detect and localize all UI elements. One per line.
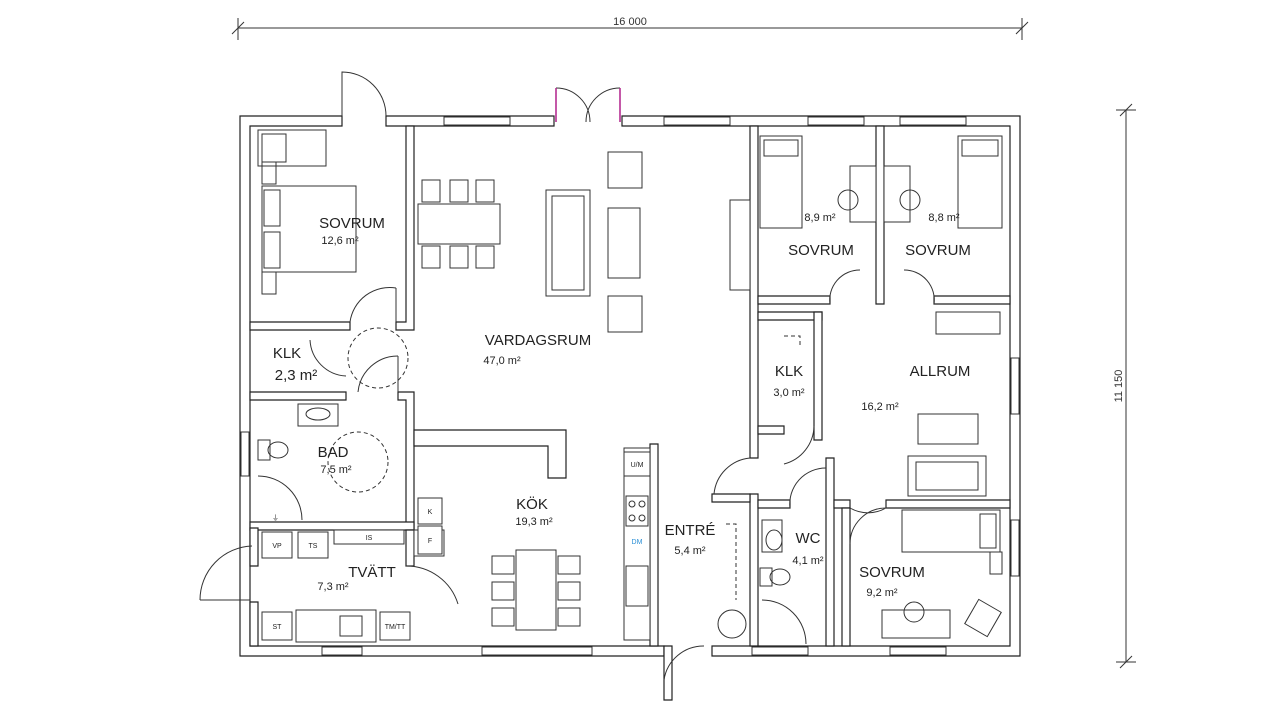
room-name-allrum: ALLRUM [910, 363, 971, 380]
room-area-sovrum-n1: 8,9 m² [804, 212, 836, 224]
room-area-kok: 19,3 m² [515, 516, 553, 528]
vp-label: VP [272, 543, 282, 550]
bath-laundry-furniture: ⏚ VP TS IS ST TM/TT [257, 403, 411, 643]
door-swings [199, 269, 935, 681]
room-area-tvatt: 7,3 m² [317, 581, 349, 593]
width-dimension-label: 16 000 [613, 16, 647, 28]
interior-walls [249, 125, 1011, 701]
outer-walls [239, 115, 1021, 657]
room-name-kok: KÖK [516, 495, 548, 513]
st-label: ST [273, 624, 283, 631]
f-label: F [428, 538, 432, 545]
drain-symbol: ⏚ [272, 514, 279, 522]
bedroom-nw-furniture [257, 129, 357, 295]
room-labels: SOVRUM 12,6 m² VARDAGSRUM 47,0 m² 8,9 m²… [273, 212, 971, 599]
room-area-allrum: 16,2 m² [861, 401, 899, 413]
allrum-furniture [759, 311, 1003, 639]
room-area-bad: 7,5 m² [320, 464, 352, 476]
k-label: K [428, 509, 433, 516]
ts-label: TS [309, 543, 318, 550]
room-area-wc: 4,1 m² [792, 555, 824, 567]
room-name-bad: BAD [318, 444, 349, 461]
is-label: IS [366, 535, 373, 542]
room-name-klk-west: KLK [273, 345, 301, 362]
room-name-sovrum-se: SOVRUM [859, 564, 925, 581]
room-area-vardagsrum: 47,0 m² [483, 355, 521, 367]
room-name-entre: ENTRÉ [665, 522, 716, 539]
room-name-sovrum-n2: SOVRUM [905, 242, 971, 259]
height-dimension-label: 11 150 [1113, 370, 1125, 403]
room-area-entre: 5,4 m² [674, 545, 706, 557]
room-area-sovrum-n2: 8,8 m² [928, 212, 960, 224]
kitchen-furniture: U/M DM K F [417, 447, 651, 641]
room-name-sovrum-nw: SOVRUM [319, 215, 385, 232]
room-name-wc: WC [796, 530, 821, 547]
tmtt-label: TM/TT [385, 624, 406, 631]
dimension-top: 16 000 [231, 16, 1029, 40]
room-name-vardagsrum: VARDAGSRUM [485, 332, 591, 349]
bedrooms-ne-furniture [729, 135, 1003, 291]
room-area-sovrum-se: 9,2 m² [866, 587, 898, 599]
room-area-klk-west: 2,3 m² [275, 367, 318, 384]
um-label: U/M [631, 462, 644, 469]
living-furniture [417, 151, 643, 333]
room-area-klk-east: 3,0 m² [773, 387, 805, 399]
room-name-klk-east: KLK [775, 363, 803, 380]
room-name-tvatt: TVÄTT [348, 564, 396, 581]
room-area-sovrum-nw: 12,6 m² [321, 235, 359, 247]
dm-label: DM [632, 539, 643, 546]
room-name-sovrum-n1: SOVRUM [788, 242, 854, 259]
dimension-right: 11 150 [1113, 103, 1136, 669]
top-doors [341, 71, 621, 123]
